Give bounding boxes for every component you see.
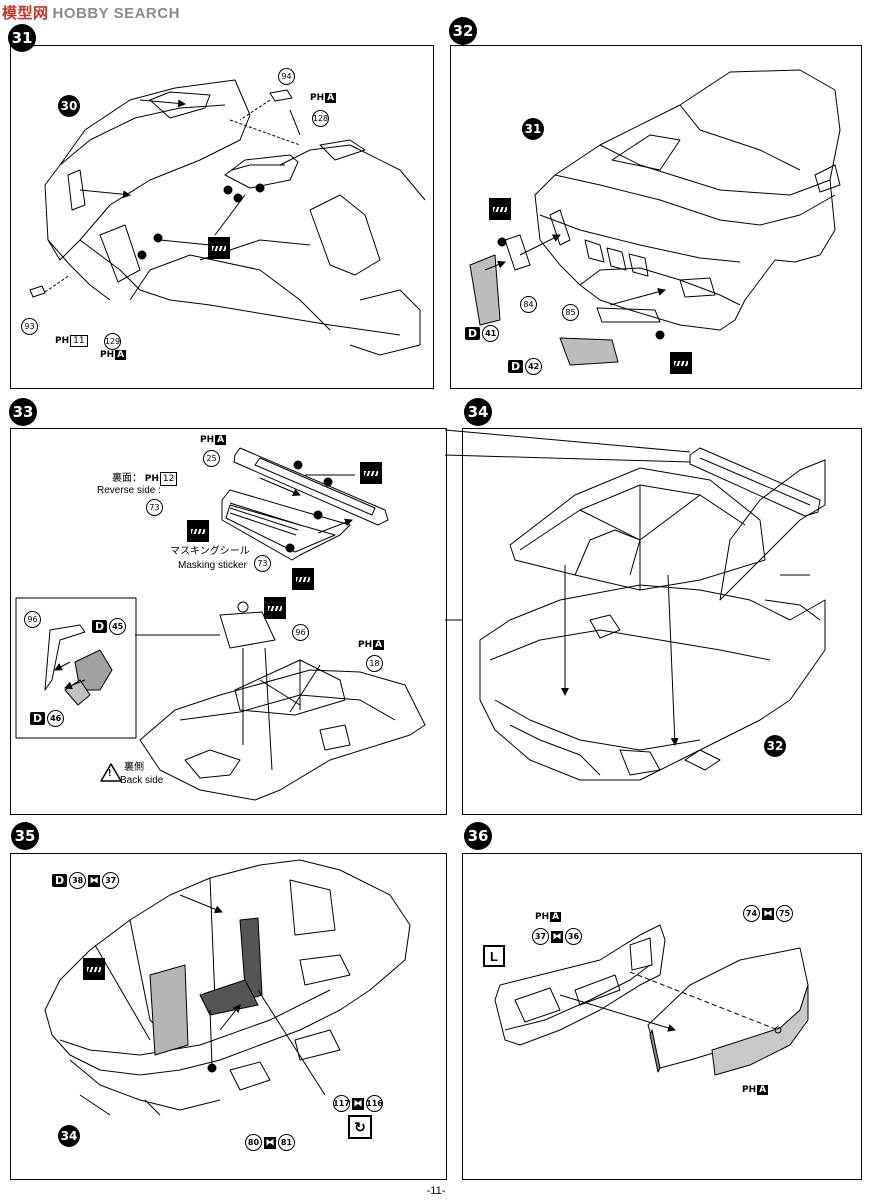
part-117-116-label: 117⧓116 (333, 1095, 383, 1112)
cement-icon (83, 958, 105, 980)
step-31-drawing (29, 79, 426, 356)
part-37-36-label: 37⧓36 (532, 928, 582, 945)
reverse-side-en: Reverse side : (97, 485, 161, 496)
step-35-drawing (44, 859, 411, 1116)
part-84-label: 84 (520, 296, 537, 313)
part-129-label: 129 (104, 333, 121, 350)
part-96-detail-label: 96 (24, 611, 41, 628)
back-side-en: Back side (120, 775, 164, 786)
step-32-drawing (469, 69, 841, 366)
cement-icon (360, 462, 382, 484)
part-96-label: 96 (292, 624, 309, 641)
cement-icon (292, 568, 314, 590)
rotate-icon: ↻ (348, 1115, 372, 1139)
watermark-cn: 模型网 (2, 5, 49, 22)
assembly-34-label: 34 (58, 1125, 80, 1147)
step-31-panel (10, 45, 434, 389)
masking-sticker-en: Masking sticker (178, 560, 247, 571)
part-128-label: 128 (312, 110, 329, 127)
cement-icon (264, 597, 286, 619)
back-side-jp: 裏側 (124, 762, 144, 773)
step-34-panel (462, 428, 862, 815)
assembly-32-label: 32 (764, 735, 786, 757)
masking-sticker-jp: マスキングシール (170, 546, 250, 557)
part-73-sticker-label: 73 (254, 555, 271, 572)
step-34-number: 34 (464, 398, 492, 426)
part-85-label: 85 (562, 304, 579, 321)
step-33-drawing (15, 447, 462, 801)
cement-icon (670, 352, 692, 374)
assembly-30-label: 30 (58, 95, 80, 117)
step-36-drawing (494, 924, 809, 1076)
left-side-label: L (483, 945, 505, 967)
cement-icon (187, 520, 209, 542)
step-32-number: 32 (449, 17, 477, 45)
part-73-label: 73 (146, 499, 163, 516)
step-34-drawing (444, 429, 826, 781)
step-35-panel (10, 853, 447, 1180)
part-74-75-label: 74⧓75 (743, 905, 793, 922)
cement-icon (208, 237, 230, 259)
assembly-31-label: 31 (522, 118, 544, 140)
watermark-en: HOBBY SEARCH (52, 5, 180, 22)
part-94-label: 94 (278, 68, 295, 85)
step-33-number: 33 (9, 398, 37, 426)
part-80-81-label: 80⧓81 (245, 1134, 295, 1151)
part-25-label: 25 (203, 450, 220, 467)
warning-icon: ! (108, 768, 112, 779)
part-18-label: 18 (366, 655, 383, 672)
step-35-number: 35 (11, 822, 39, 850)
page-number: -11- (426, 1185, 446, 1197)
cement-icon (489, 198, 511, 220)
part-93-label: 93 (21, 318, 38, 335)
step-31-number: 31 (8, 24, 36, 52)
step-36-number: 36 (464, 822, 492, 850)
